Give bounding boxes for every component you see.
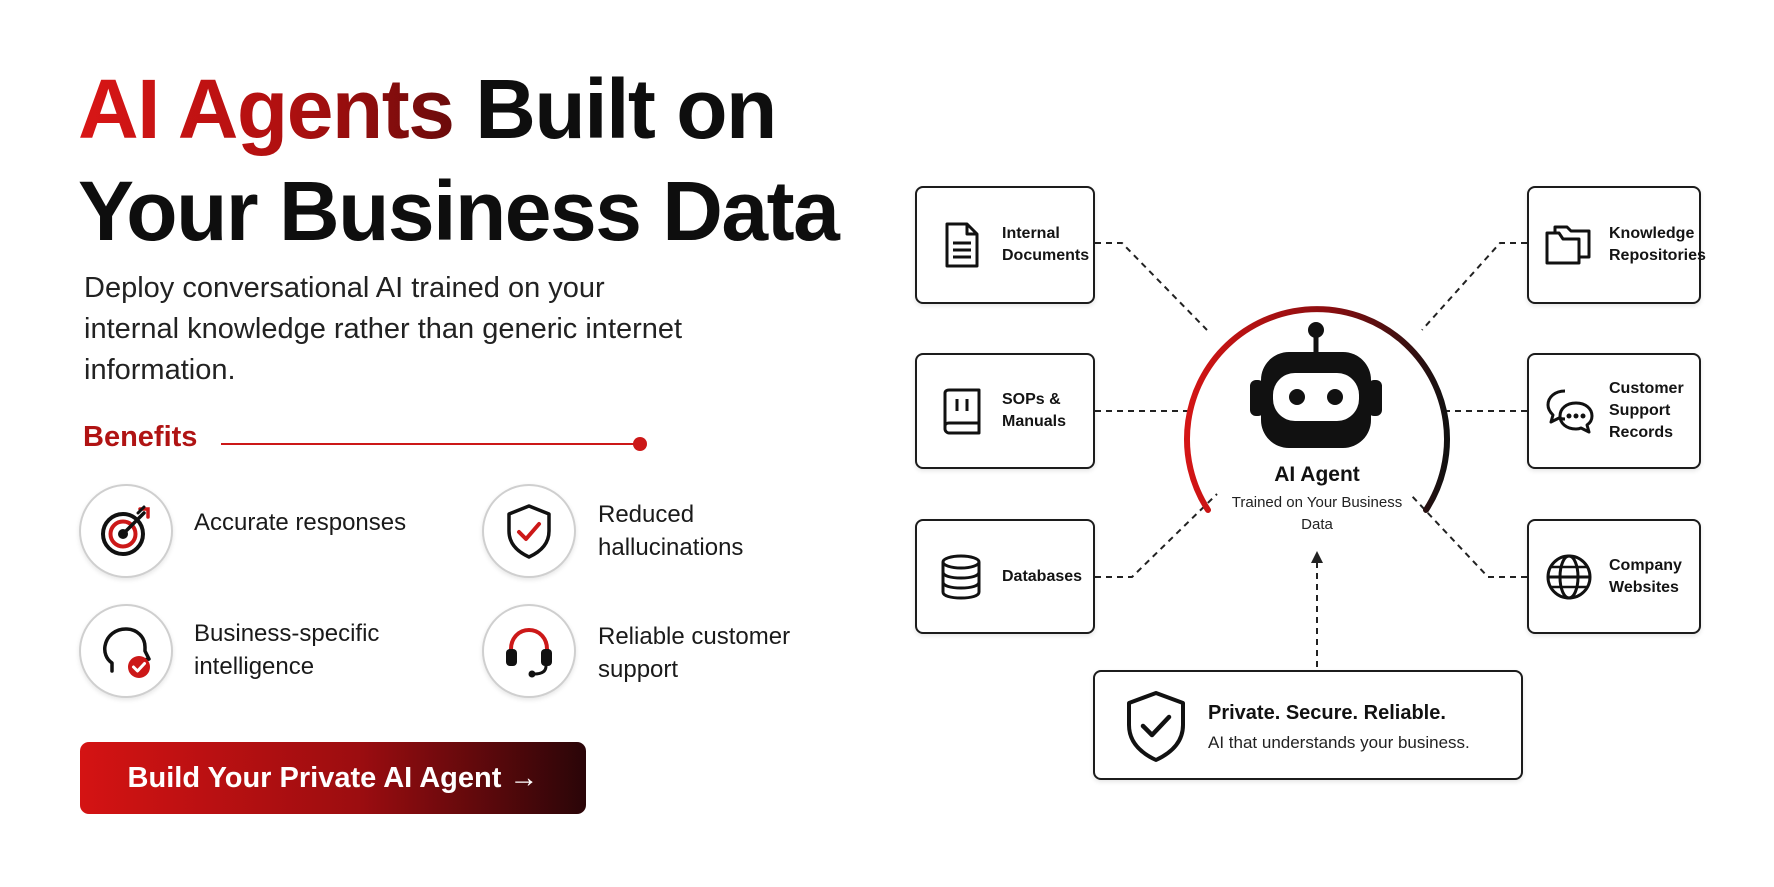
source-label: Databases [1002,567,1083,585]
robot-icon [1250,322,1382,448]
source-label: SOPs & Manuals [1002,391,1067,430]
source-label: Company Websites [1609,556,1682,596]
agent-title: AI Agent [1274,463,1360,486]
source-knowledge-repositories: Knowledge Repositories [1527,186,1706,304]
connector-databases [1095,493,1218,578]
source-internal-documents: Internal Documents [915,186,1095,304]
build-agent-button[interactable]: Build Your Private AI Agent → [80,742,586,814]
head-check-icon [79,604,173,698]
security-subtitle: AI that understands your business. [1208,733,1470,752]
benefit-reliable-support: Reliable customer support [598,623,791,683]
benefits-heading: Benefits [83,421,198,453]
headline-accent: AI Agents [78,62,455,156]
security-title: Private. Secure. Reliable. [1208,702,1446,724]
connector-company-websites [1409,493,1527,578]
target-icon [79,484,173,578]
agent-subtitle: Trained on Your Business Data [1231,494,1403,533]
database-icon [941,554,981,600]
shield-check-icon [1127,691,1185,762]
document-icon [945,222,979,268]
security-panel: Private. Secure. Reliable. AI that under… [1093,670,1523,780]
headline: AI Agents Built on Your Business Data [78,58,878,262]
source-databases: Databases [915,519,1095,634]
chat-bubbles-icon [1546,389,1594,434]
benefits-divider-dot [633,437,647,451]
headline-line2: Your Business Data [78,164,840,258]
source-label: Customer Support Records [1609,380,1684,441]
shield-check-icon [482,484,576,578]
connector-security-arrowhead [1311,551,1323,563]
benefits-divider [221,443,640,445]
benefit-accurate-responses: Accurate responses [194,509,407,536]
folders-icon [1545,225,1591,265]
source-sops-manuals: SOPs & Manuals [915,353,1095,469]
benefit-business-intelligence: Business-specific intelligence [194,620,380,680]
benefit-reduced-hallucinations: Reduced hallucinations [598,501,744,561]
agent-ring [1184,306,1450,513]
headset-icon [482,604,576,698]
source-label: Knowledge Repositories [1609,225,1706,264]
source-support-records: Customer Support Records [1527,353,1701,469]
subtitle: Deploy conversational AI trained on your… [84,272,683,386]
source-label: Internal Documents [1002,225,1090,264]
headline-line1-rest: Built on [453,62,777,156]
connector-internal-documents [1095,242,1208,331]
source-company-websites: Company Websites [1527,519,1701,634]
connector-knowledge-repositories [1421,242,1527,331]
manual-icon [943,388,981,435]
globe-icon [1546,554,1592,599]
